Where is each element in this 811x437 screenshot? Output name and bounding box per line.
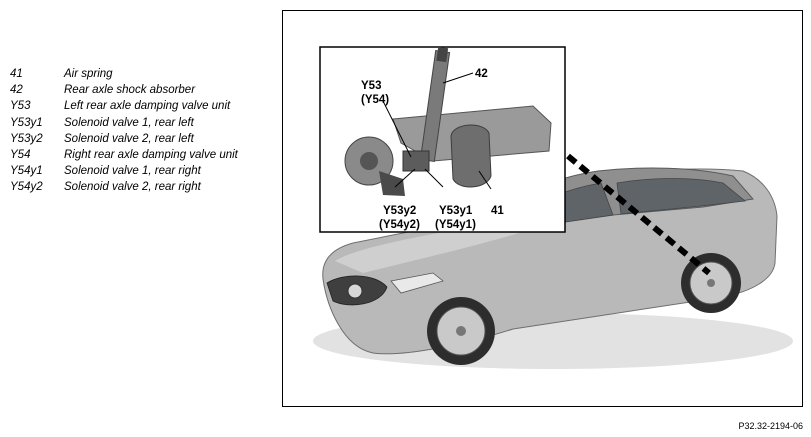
legend-desc: Solenoid valve 2, rear right [64,181,201,194]
leader-41 [478,170,492,190]
car-illustration [313,46,793,369]
car-window-rear [616,178,746,215]
legend-desc: Solenoid valve 2, rear left [64,132,194,145]
front-hub [456,326,466,336]
legend-desc: Solenoid valve 1, rear left [64,116,194,129]
legend-desc: Left rear axle damping valve unit [64,100,231,113]
legend-desc: Air spring [64,68,113,80]
legend-code: Y54 [10,148,31,161]
damping-valve-unit [402,150,430,172]
leader-42 [442,72,474,84]
brake-caliper [379,171,405,196]
legend-desc: Solenoid valve 1, rear right [64,165,201,178]
callout-y53: Y53 [361,80,382,92]
car-emblem [347,283,363,299]
callout-y54y1: (Y54y1) [435,219,476,231]
car-hood [335,225,533,273]
legend-code: Y54y2 [10,181,43,194]
callout-41: 41 [491,205,504,217]
legend-code: Y53y1 [10,116,43,129]
legend-code: Y54y1 [10,165,43,178]
car-headlight [390,272,444,294]
legend-code: 42 [10,84,23,97]
callout-y54y2: (Y54y2) [379,219,420,231]
callout-y53y2: Y53y2 [383,205,417,217]
figure-reference: P32.32-2194-06 [738,421,803,431]
leader-y53y2 [394,168,416,188]
shock-mount [436,46,449,63]
callout-y53y1: Y53y1 [439,205,473,217]
legend-desc: Right rear axle damping valve unit [64,148,238,161]
legend-code: Y53 [10,100,31,113]
air-spring [450,124,492,188]
callout-y54: (Y54) [361,94,390,106]
leader-y53y1 [424,168,444,188]
legend-desc: Rear axle shock absorber [64,84,196,97]
wheel-hub [360,152,378,170]
figure-frame: 42 Y53 (Y54) Y53y2 (Y54y2) Y53y1 (Y54y1)… [282,10,803,407]
zoom-leader-line [566,153,711,276]
legend-code: 41 [10,68,23,80]
leader-y53 [382,100,412,158]
legend-code: Y53y2 [10,132,43,145]
callout-42: 42 [475,68,488,80]
rear-hub [707,279,715,287]
